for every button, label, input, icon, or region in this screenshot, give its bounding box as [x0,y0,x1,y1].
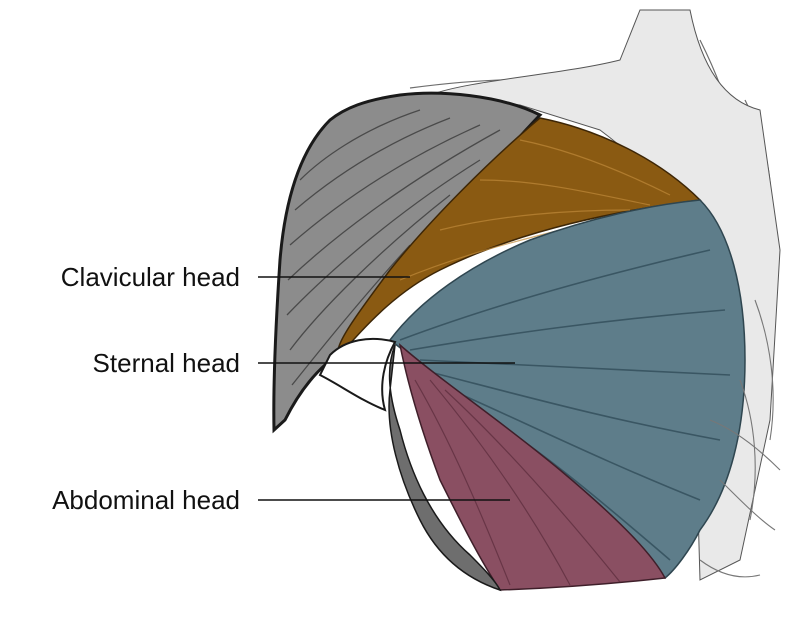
axilla-opening [318,337,397,412]
abdominal-head [398,342,667,591]
abdominal-fibers [414,379,621,586]
abdominal-head-label: Abdominal head [52,485,240,515]
chest-wall-strokes [699,299,781,578]
clavicular-head-label: Clavicular head [60,262,240,292]
clavicular-head [337,117,702,356]
axilla-tissue [388,344,502,592]
sternal-fibers [399,249,731,561]
deltoid-fibers [286,109,501,386]
sternal-head-label: Sternal head [92,348,240,378]
